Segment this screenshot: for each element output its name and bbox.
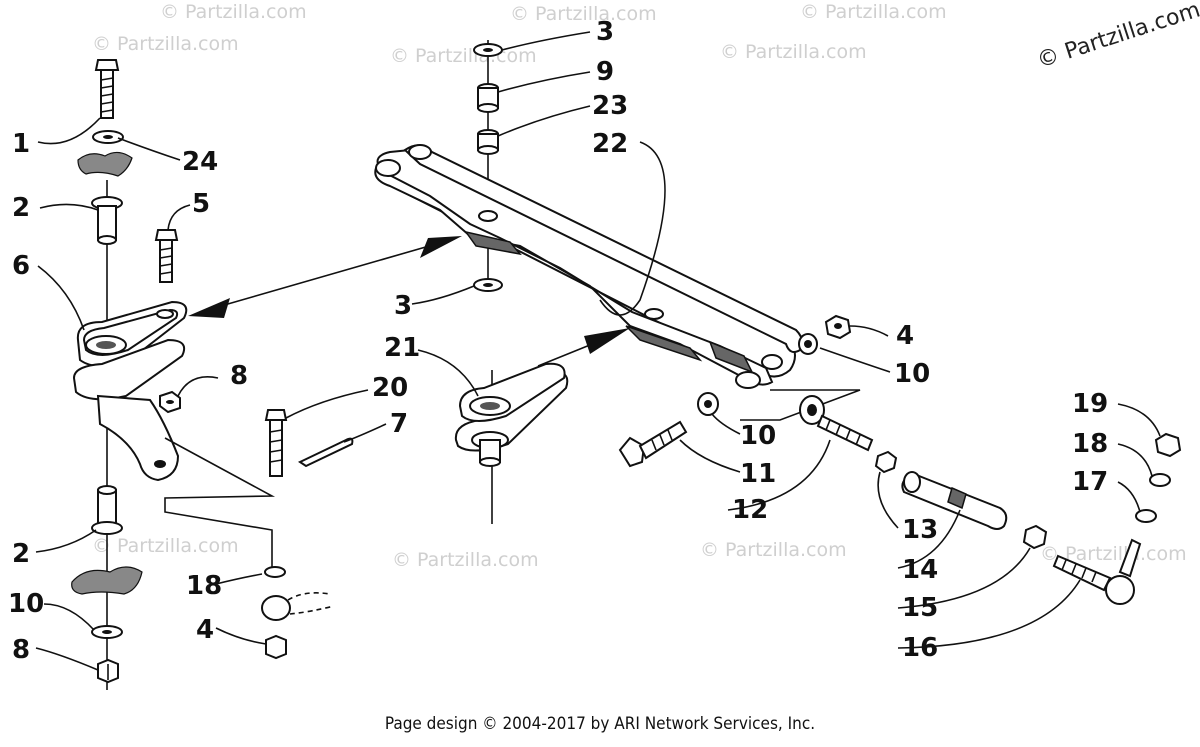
callout-3: 3 xyxy=(394,291,412,321)
callout-5: 5 xyxy=(192,189,210,219)
watermark: © Partzilla.com xyxy=(720,41,867,63)
watermark: © Partzilla.com xyxy=(392,549,539,571)
callout-labels: 1 24 2 5 6 8 20 7 2 10 8 18 4 3 9 23 22 … xyxy=(8,17,1108,665)
callout-9: 9 xyxy=(596,57,614,87)
callout-6: 6 xyxy=(12,251,30,281)
nut-part-4-right xyxy=(824,314,852,340)
tie-rod-ball-joint xyxy=(261,592,335,621)
bushing-part-2-lower xyxy=(91,485,123,535)
callout-8: 8 xyxy=(230,361,248,391)
callout-18: 18 xyxy=(186,571,222,601)
callout-8: 8 xyxy=(12,635,30,665)
frame-fragment xyxy=(77,151,133,177)
tie-rod-end-part-12 xyxy=(799,395,874,452)
watermark: © Partzilla.com xyxy=(1040,543,1187,565)
tie-rod-part-22 xyxy=(374,144,804,389)
callout-17: 17 xyxy=(1072,467,1108,497)
callout-1: 1 xyxy=(12,129,30,159)
callout-18: 18 xyxy=(1072,429,1108,459)
bolt-part-11 xyxy=(618,420,688,468)
right-tie-rod-assembly xyxy=(618,314,1182,605)
bushing-part-23 xyxy=(477,129,499,155)
bolt-part-1 xyxy=(94,59,120,119)
callout-23: 23 xyxy=(592,91,628,121)
watermark: © Partzilla.com xyxy=(390,45,537,67)
washer-part-18-left xyxy=(264,566,286,578)
watermark: © Partzilla.com xyxy=(92,33,239,55)
watermark: © Partzilla.com xyxy=(700,539,847,561)
frame-fragment-lower xyxy=(71,566,143,595)
nut-part-4-left xyxy=(265,634,287,660)
callout-21: 21 xyxy=(384,333,420,363)
jam-nut-part-15 xyxy=(1022,524,1048,550)
callout-3: 3 xyxy=(596,17,614,47)
washer-part-17 xyxy=(1135,509,1157,523)
tie-rod-end-part-16 xyxy=(1052,538,1142,605)
watermark: © Partzilla.com xyxy=(510,3,657,25)
spacer-part-9 xyxy=(477,83,499,113)
callout-2: 2 xyxy=(12,193,30,223)
callout-14: 14 xyxy=(902,555,938,585)
leader-lines xyxy=(35,31,1161,671)
callout-19: 19 xyxy=(1072,389,1108,419)
watermark: © Partzilla.com xyxy=(800,1,947,23)
nut-part-19 xyxy=(1154,432,1182,458)
jam-nut-part-13 xyxy=(874,450,898,474)
corner-watermark: © Partzilla.com xyxy=(1034,0,1200,74)
callout-2: 2 xyxy=(12,539,30,569)
callout-16: 16 xyxy=(902,633,938,663)
callout-4: 4 xyxy=(196,615,214,645)
bushing-part-2-upper xyxy=(91,196,123,245)
idler-arm-part-6 xyxy=(72,300,188,482)
assembly-arrow xyxy=(188,236,462,318)
center-assembly xyxy=(188,40,804,524)
idler-arm-part-21 xyxy=(454,362,569,524)
callout-10: 10 xyxy=(8,589,44,619)
bolt-part-5 xyxy=(154,229,179,283)
callout-13: 13 xyxy=(902,515,938,545)
callout-24: 24 xyxy=(182,147,218,177)
left-idler-arm-assembly xyxy=(71,59,354,690)
callout-7: 7 xyxy=(390,409,408,439)
callout-10: 10 xyxy=(740,421,776,451)
watermark: © Partzilla.com xyxy=(160,1,307,23)
page-footer: Page design © 2004-2017 by ARI Network S… xyxy=(384,714,816,734)
cotter-pin-part-7 xyxy=(297,437,354,468)
callout-11: 11 xyxy=(740,459,776,489)
watermark: © Partzilla.com xyxy=(92,535,239,557)
callout-20: 20 xyxy=(372,373,408,403)
adjuster-sleeve-part-14 xyxy=(901,471,1008,530)
watermarks: © Partzilla.com © Partzilla.com © Partzi… xyxy=(92,0,1200,571)
bolt-part-20 xyxy=(264,409,288,477)
nut-part-8-lower xyxy=(97,658,119,684)
callout-10: 10 xyxy=(894,359,930,389)
nut-part-8-upper xyxy=(159,390,181,414)
callout-4: 4 xyxy=(896,321,914,351)
assembly-arrow xyxy=(537,328,630,367)
callout-22: 22 xyxy=(592,129,628,159)
callout-12: 12 xyxy=(732,495,768,525)
callout-15: 15 xyxy=(902,593,938,623)
washer-part-18-right xyxy=(1149,473,1171,487)
